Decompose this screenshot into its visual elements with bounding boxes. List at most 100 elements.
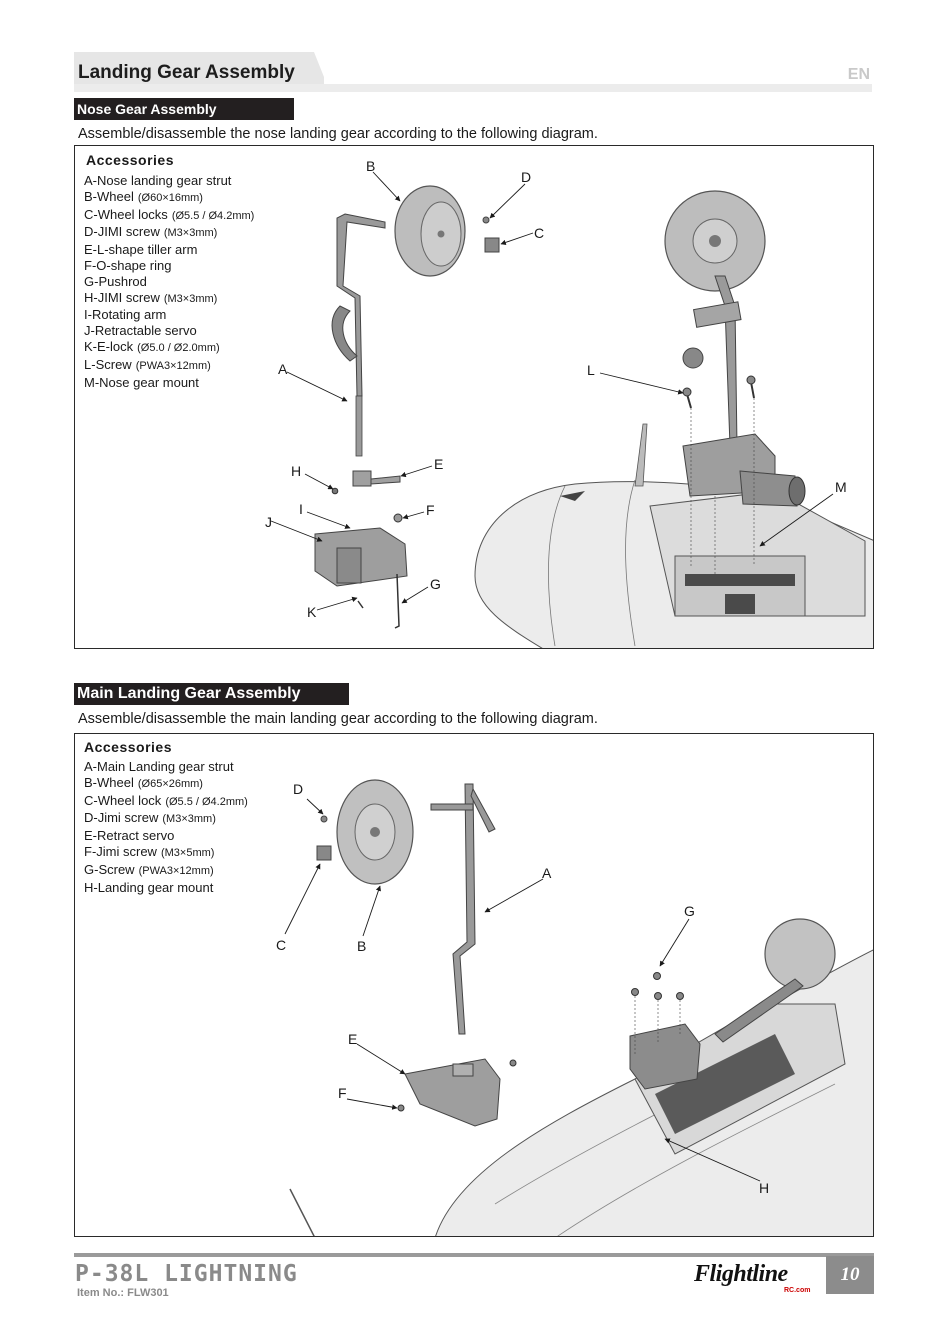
main-gear-diagram: D C B A G E F H: [276, 779, 873, 1236]
accessory-text: -E-lock: [92, 338, 134, 354]
accessory-item: E-L-shape tiller arm: [84, 242, 254, 258]
accessory-spec: (Ø65×26mm): [137, 777, 203, 790]
svg-text:I: I: [299, 501, 303, 517]
nose-wheel-installed: [664, 190, 766, 292]
installed-strut: [714, 275, 738, 447]
svg-text:E: E: [434, 456, 443, 472]
brand-logo-sub: RC.com: [784, 1287, 811, 1294]
svg-text:B: B: [366, 158, 375, 174]
accessory-key: F: [84, 257, 92, 273]
accessory-item: A-Main Landing gear strut: [84, 759, 248, 775]
nose-accessories-title: Accessories: [86, 152, 175, 168]
accessory-text: -Rotating arm: [87, 307, 167, 323]
accessory-item: G-Screw(PWA3×12mm): [84, 862, 248, 880]
svg-text:D: D: [521, 169, 531, 185]
svg-text:A: A: [278, 361, 288, 377]
installed-retract: [629, 1023, 701, 1090]
accessory-text: -Nose gear mount: [94, 374, 199, 390]
accessory-key: D: [84, 810, 94, 826]
loose-strut: [336, 213, 386, 397]
loose-main-wheel: [336, 779, 414, 885]
svg-text:M: M: [835, 479, 847, 495]
accessory-text: -Retractable servo: [90, 323, 197, 339]
page-title: Landing Gear Assembly: [78, 62, 295, 83]
accessory-text: -Wheel locks: [93, 206, 168, 222]
accessory-text: -Jimi screw: [93, 810, 159, 826]
accessory-spec: (Ø5.5 / Ø4.2mm): [171, 209, 255, 222]
accessory-key: K: [84, 338, 93, 354]
accessory-key: D: [84, 224, 94, 240]
header-rule: [74, 84, 872, 92]
loose-wheel: [394, 185, 466, 277]
accessory-item: C-Wheel locks(Ø5.5 / Ø4.2mm): [84, 207, 254, 225]
svg-text:A: A: [542, 865, 552, 881]
accessory-text: -Screw: [94, 861, 135, 877]
accessory-key: C: [84, 206, 94, 222]
brand-logo: Flightline: [694, 1261, 788, 1287]
accessory-key: G: [84, 273, 95, 289]
svg-text:E: E: [348, 1031, 357, 1047]
accessory-item: K-E-lock(Ø5.0 / Ø2.0mm): [84, 339, 254, 357]
footer-item-number: Item No.: FLW301: [77, 1287, 169, 1299]
svg-text:G: G: [684, 903, 695, 919]
accessory-spec: (M3×3mm): [163, 227, 218, 240]
accessory-item: E-Retract servo: [84, 828, 248, 844]
svg-text:C: C: [534, 225, 544, 241]
pushrod: [394, 573, 400, 629]
accessory-spec: (Ø60×16mm): [137, 191, 203, 204]
accessory-spec: (PWA3×12mm): [138, 864, 214, 877]
svg-text:G: G: [430, 576, 441, 592]
accessory-item: C-Wheel lock(Ø5.5 / Ø4.2mm): [84, 793, 248, 811]
accessory-key: A: [84, 173, 93, 188]
accessory-key: A: [84, 759, 93, 774]
main-description: Assemble/disassemble the main landing ge…: [78, 711, 598, 727]
accessory-item: F-O-shape ring: [84, 258, 254, 274]
nose-section-title: Nose Gear Assembly: [74, 98, 294, 120]
accessory-text: -Retract servo: [92, 828, 175, 844]
accessory-item: G-Pushrod: [84, 274, 254, 290]
accessory-text: -Wheel: [92, 188, 134, 204]
accessory-item: D-Jimi screw(M3×3mm): [84, 810, 248, 828]
accessory-text: -Nose landing gear strut: [92, 173, 232, 188]
page-header: Landing Gear Assembly EN: [74, 52, 872, 92]
svg-text:D: D: [293, 781, 303, 797]
svg-text:J: J: [265, 514, 272, 530]
svg-text:K: K: [307, 604, 317, 620]
accessory-key: H: [84, 289, 94, 305]
accessory-item: I-Rotating arm: [84, 307, 254, 323]
accessory-item: A-Nose landing gear strut: [84, 173, 254, 189]
footer-model-name: P-38L LIGHTNING: [75, 1261, 298, 1287]
accessory-item: L-Screw(PWA3×12mm): [84, 357, 254, 375]
accessory-text: -Wheel: [92, 774, 134, 790]
accessory-text: -L-shape tiller arm: [92, 242, 198, 258]
accessory-item: H-Landing gear mount: [84, 880, 248, 896]
page-number: 10: [826, 1256, 874, 1294]
accessory-text: -JIMI screw: [93, 224, 160, 240]
accessory-item: M-Nose gear mount: [84, 375, 254, 391]
svg-text:F: F: [338, 1085, 347, 1101]
accessory-item: D-JIMI screw(M3×3mm): [84, 224, 254, 242]
accessory-key: E: [84, 242, 93, 258]
accessory-spec: (Ø5.5 / Ø4.2mm): [165, 795, 248, 808]
svg-text:C: C: [276, 937, 286, 953]
accessory-item: B-Wheel(Ø60×16mm): [84, 189, 254, 207]
nose-description: Assemble/disassemble the nose landing ge…: [78, 126, 598, 142]
accessory-text: -Landing gear mount: [93, 879, 214, 895]
antenna: [634, 423, 648, 487]
accessory-spec: (Ø5.0 / Ø2.0mm): [137, 341, 220, 354]
svg-text:F: F: [426, 502, 435, 518]
svg-text:H: H: [759, 1180, 769, 1196]
accessory-key: C: [84, 792, 94, 808]
accessory-text: -Main Landing gear strut: [92, 759, 234, 774]
accessory-text: -Wheel lock: [93, 792, 162, 808]
accessory-text: -Jimi screw: [91, 843, 157, 859]
accessory-item: J-Retractable servo: [84, 323, 254, 339]
accessory-key: G: [84, 861, 95, 877]
accessory-item: B-Wheel(Ø65×26mm): [84, 775, 248, 793]
svg-text:H: H: [291, 463, 301, 479]
accessory-key: F: [84, 843, 92, 859]
